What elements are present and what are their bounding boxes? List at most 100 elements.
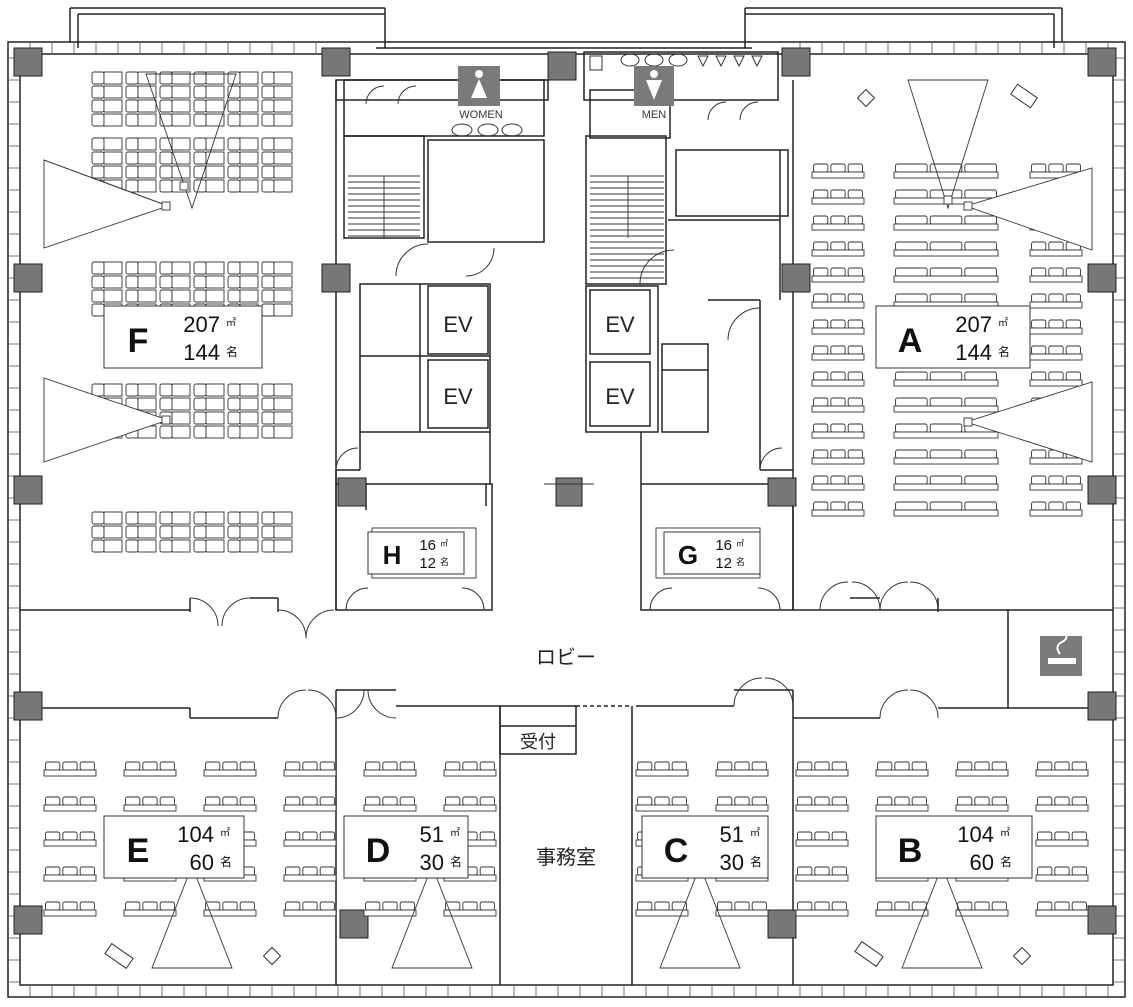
chair — [964, 267, 997, 277]
chair — [91, 99, 105, 113]
chair — [227, 165, 241, 179]
chair — [125, 511, 139, 525]
capacity-unit: 名 — [736, 556, 745, 567]
desk — [893, 509, 999, 517]
chair — [227, 383, 241, 397]
chair — [445, 761, 461, 771]
chair — [319, 761, 335, 771]
chair — [1054, 761, 1070, 771]
chair — [813, 475, 829, 485]
desk — [137, 511, 157, 525]
chair — [895, 293, 928, 303]
desk — [171, 397, 191, 411]
chair — [1037, 901, 1053, 911]
chair — [814, 761, 830, 771]
desk — [239, 275, 259, 289]
chair — [91, 137, 105, 151]
chair — [62, 831, 78, 841]
desk — [103, 113, 123, 127]
desk — [43, 909, 97, 917]
desk — [893, 431, 999, 439]
staircases — [348, 175, 664, 279]
chair — [751, 901, 767, 911]
chair — [125, 71, 139, 85]
desk — [283, 909, 337, 917]
chair — [929, 501, 963, 511]
chair — [462, 796, 478, 806]
chair — [79, 796, 95, 806]
chair — [929, 215, 963, 225]
desk — [123, 909, 177, 917]
desk — [1035, 874, 1089, 882]
chair — [830, 371, 846, 381]
chair — [125, 761, 141, 771]
chair — [1031, 501, 1047, 511]
chair — [929, 397, 963, 407]
chair — [479, 901, 495, 911]
desk — [239, 511, 259, 525]
chair — [797, 831, 813, 841]
chair — [813, 345, 829, 355]
chair — [1065, 163, 1081, 173]
column — [547, 51, 577, 81]
desk — [123, 804, 177, 812]
chair — [813, 371, 829, 381]
chair — [365, 796, 381, 806]
desk — [205, 511, 225, 525]
chair — [847, 267, 863, 277]
chair — [285, 866, 301, 876]
desk — [283, 804, 337, 812]
desk — [171, 511, 191, 525]
chair — [637, 796, 653, 806]
desk — [137, 275, 157, 289]
desk — [893, 405, 999, 413]
chair — [1048, 293, 1064, 303]
chair — [193, 85, 207, 99]
chair — [717, 761, 733, 771]
room-area: 104 — [957, 822, 994, 847]
desk — [273, 511, 293, 525]
room-letter: G — [678, 540, 698, 570]
chair — [91, 539, 105, 553]
chair — [159, 275, 173, 289]
desk — [239, 539, 259, 553]
women-label: WOMEN — [459, 109, 502, 121]
chair — [830, 293, 846, 303]
chair — [877, 901, 893, 911]
desk — [955, 804, 1009, 812]
chair — [1031, 267, 1047, 277]
desk — [137, 525, 157, 539]
room-label-B: B 104 ㎡ 60 名 — [875, 815, 1033, 879]
chair — [847, 371, 863, 381]
chair — [1048, 319, 1064, 329]
chair — [125, 796, 141, 806]
chair — [261, 85, 275, 99]
desk — [239, 383, 259, 397]
chair — [399, 901, 415, 911]
chair — [830, 423, 846, 433]
chair — [654, 796, 670, 806]
chair — [261, 289, 275, 303]
chair — [159, 525, 173, 539]
desk — [137, 137, 157, 151]
room-area: 207 — [183, 312, 220, 337]
desk — [171, 525, 191, 539]
desk — [171, 151, 191, 165]
chair — [814, 866, 830, 876]
chair — [813, 319, 829, 329]
chair — [142, 761, 158, 771]
chair — [79, 901, 95, 911]
column — [767, 477, 797, 507]
desk — [137, 539, 157, 553]
desk — [443, 769, 497, 777]
room-label-D: D 51 ㎡ 30 名 — [343, 815, 469, 879]
desk — [205, 85, 225, 99]
room-letter: F — [128, 322, 149, 360]
desk — [205, 165, 225, 179]
chair — [751, 796, 767, 806]
chair — [1048, 475, 1064, 485]
chair — [302, 831, 318, 841]
elevator-label: EV — [605, 384, 635, 409]
desk — [811, 431, 865, 439]
desk — [103, 71, 123, 85]
